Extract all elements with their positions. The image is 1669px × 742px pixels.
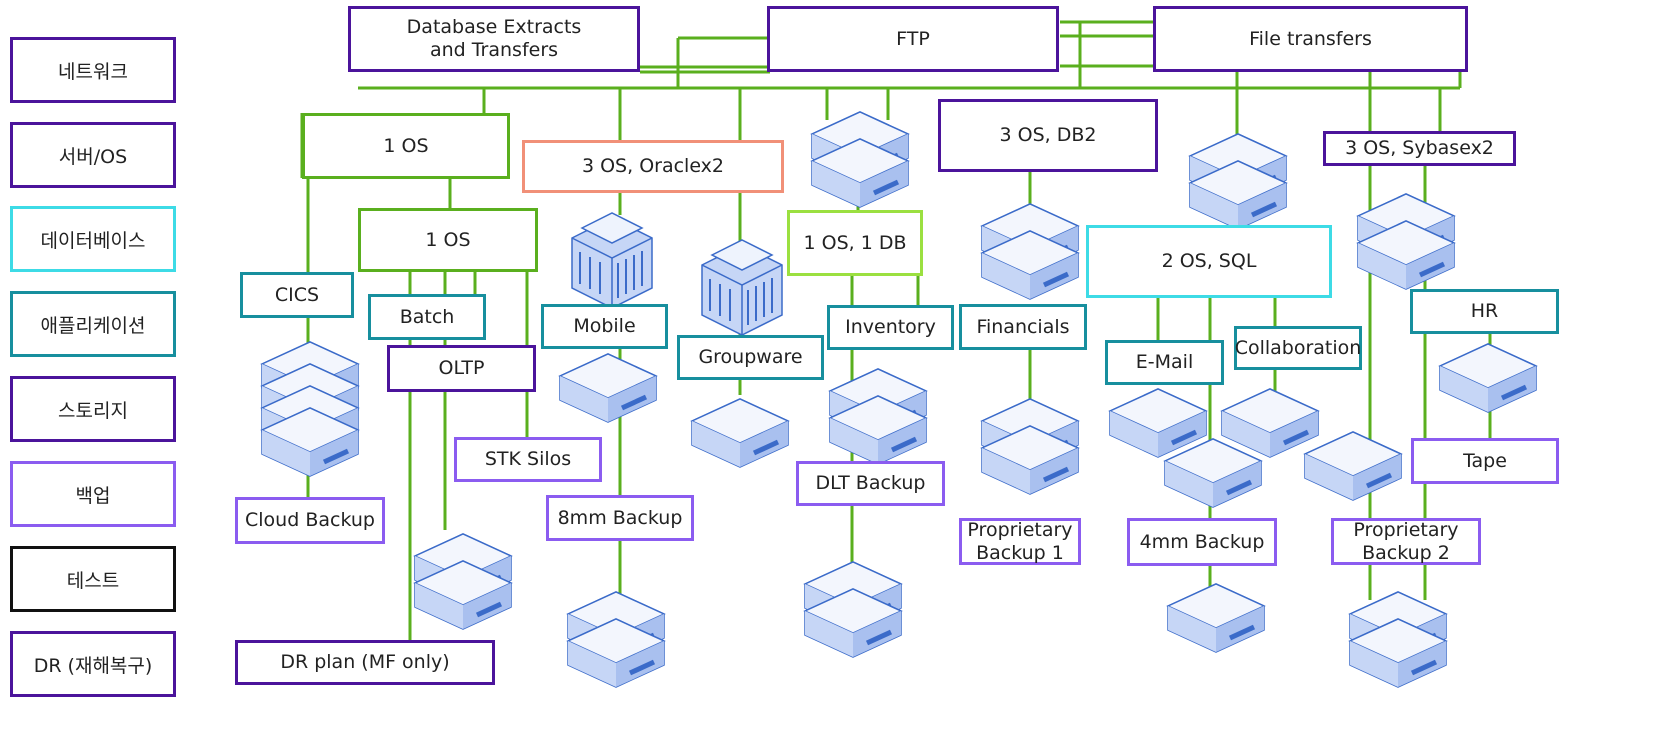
node-backup-proprietary-1[interactable]: Proprietary Backup 1 [959,518,1081,565]
node-backup-proprietary-2[interactable]: Proprietary Backup 2 [1331,518,1481,565]
node-file-transfers[interactable]: File transfers [1153,6,1468,72]
node-storage-stk-silos[interactable]: STK Silos [454,437,602,482]
server-stack-icon [262,112,1536,687]
node-server-1os-a[interactable]: 1 OS [302,113,510,179]
node-app-batch[interactable]: Batch [368,294,486,340]
legend-label: 테스트 [66,569,120,592]
node-server-1os-b[interactable]: 1 OS [358,208,538,272]
node-app-financials[interactable]: Financials [959,304,1087,350]
legend-application: 애플리케이션 [10,291,176,357]
node-storage-oltp[interactable]: OLTP [387,345,536,392]
legend-label: 데이터베이스 [40,229,146,252]
node-app-cics[interactable]: CICS [240,272,354,318]
node-ftp[interactable]: FTP [767,6,1059,72]
node-server-sql[interactable]: 2 OS, SQL [1086,225,1332,298]
legend-storage: 스토리지 [10,376,176,442]
node-backup-tape[interactable]: Tape [1411,438,1559,484]
node-backup-dlt[interactable]: DLT Backup [796,461,945,506]
legend-backup: 백업 [10,461,176,527]
legend-test: 테스트 [10,546,176,612]
legend-label: 스토리지 [58,399,128,422]
legend-label: 백업 [75,484,111,507]
legend-server-os: 서버/OS [10,122,176,188]
node-database-extracts[interactable]: Database Extracts and Transfers [348,6,640,72]
node-backup-cloud[interactable]: Cloud Backup [235,497,385,544]
node-server-1os-1db[interactable]: 1 OS, 1 DB [787,210,923,276]
node-backup-4mm[interactable]: 4mm Backup [1127,518,1277,566]
node-app-collaboration[interactable]: Collaboration [1234,326,1362,370]
legend-label: 애플리케이션 [40,314,146,337]
legend-network: 네트워크 [10,37,176,103]
legend-label: DR (재해복구) [33,654,153,677]
node-server-db2[interactable]: 3 OS, DB2 [938,99,1158,172]
node-server-oracle[interactable]: 3 OS, Oraclex2 [522,140,784,193]
node-app-hr[interactable]: HR [1410,289,1559,334]
legend-database: 데이터베이스 [10,206,176,272]
node-app-mobile[interactable]: Mobile [541,304,668,349]
node-app-inventory[interactable]: Inventory [827,305,954,350]
node-dr-plan[interactable]: DR plan (MF only) [235,640,495,685]
node-app-groupware[interactable]: Groupware [677,335,824,380]
node-backup-8mm[interactable]: 8mm Backup [546,495,694,541]
legend-dr: DR (재해복구) [10,631,176,697]
node-server-sybase[interactable]: 3 OS, Sybasex2 [1323,131,1516,166]
node-app-email[interactable]: E-Mail [1105,340,1224,385]
legend-label: 서버/OS [58,145,128,168]
legend-label: 네트워크 [58,60,128,83]
